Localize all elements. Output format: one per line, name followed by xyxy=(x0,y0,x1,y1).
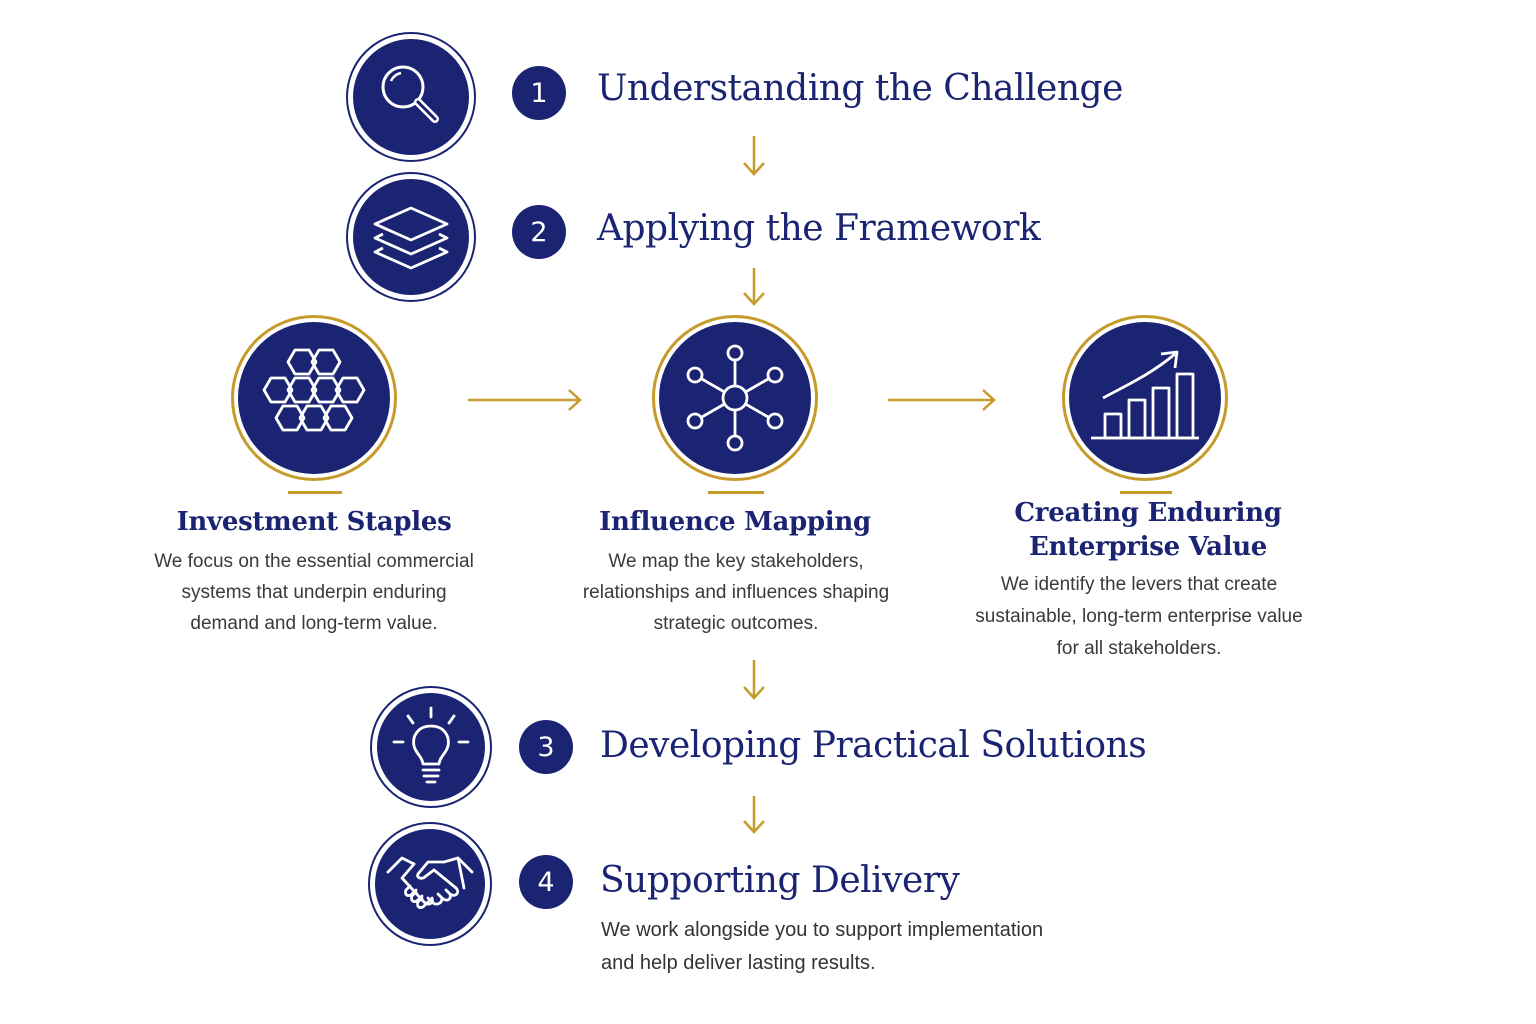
enterprise-value-icon-ring xyxy=(1062,315,1228,481)
enterprise-value-title-line: Creating Enduring xyxy=(1014,498,1282,528)
investment-staples-title: Investment Staples xyxy=(176,507,452,537)
lightbulb-icon xyxy=(392,706,470,784)
step-2-number-badge: 2 xyxy=(512,205,566,259)
network-icon xyxy=(686,344,784,452)
description-line: strategic outcomes. xyxy=(653,613,819,634)
description-line: relationships and influences shaping xyxy=(582,582,890,603)
enterprise-value-title-line: Enterprise Value xyxy=(1028,532,1268,562)
influence-mapping-title: Influence Mapping xyxy=(599,507,871,537)
arrow-right-2-to-3 xyxy=(888,389,996,411)
step-4-number-badge: 4 xyxy=(519,855,573,909)
influence-mapping-description: We map the key stakeholders, relationshi… xyxy=(546,546,926,639)
step-3-icon-circle xyxy=(374,690,488,804)
investment-staples-icon-circle xyxy=(238,322,390,474)
step-4-title: Supporting Delivery xyxy=(600,860,960,901)
handshake-icon xyxy=(386,856,474,910)
layers-icon xyxy=(373,206,449,270)
description-line: and help deliver lasting results. xyxy=(601,952,876,974)
arrow-right-1-to-2 xyxy=(468,389,582,411)
enterprise-value-description: We identify the levers that create susta… xyxy=(944,569,1334,664)
influence-mapping-icon-ring xyxy=(652,315,818,481)
influence-mapping-divider xyxy=(708,491,764,494)
step-2-icon-circle xyxy=(350,176,472,298)
investment-staples-icon-ring xyxy=(231,315,397,481)
growth-chart-icon xyxy=(1091,350,1199,440)
description-line: We identify the levers that create xyxy=(1000,574,1278,595)
step-2-icon-ring xyxy=(346,172,476,302)
step-3-number-badge: 3 xyxy=(519,720,573,774)
step-3-title: Developing Practical Solutions xyxy=(600,725,1147,766)
step-4-description: We work alongside you to support impleme… xyxy=(601,914,1121,980)
arrow-down-2-to-framework xyxy=(743,268,765,306)
step-1-title: Understanding the Challenge xyxy=(597,68,1123,109)
step-1-icon-circle xyxy=(350,36,472,158)
description-line: for all stakeholders. xyxy=(1056,638,1222,659)
enterprise-value-title: Creating Enduring Enterprise Value xyxy=(998,496,1298,564)
arrow-down-3-to-4 xyxy=(743,796,765,834)
enterprise-value-divider xyxy=(1120,491,1172,494)
arrow-down-framework-to-3 xyxy=(743,660,765,700)
description-line: demand and long-term value. xyxy=(190,613,438,634)
description-line: sustainable, long-term enterprise value xyxy=(975,606,1303,627)
investment-staples-divider xyxy=(288,491,342,494)
step-1-number-badge: 1 xyxy=(512,66,566,120)
description-line: We map the key stakeholders, xyxy=(608,551,864,572)
description-line: systems that underpin enduring xyxy=(181,582,447,603)
step-4-icon-ring xyxy=(368,822,492,946)
magnifying-glass-icon xyxy=(381,65,439,123)
step-3-icon-ring xyxy=(370,686,492,808)
description-line: We focus on the essential commercial xyxy=(154,551,474,572)
step-4-icon-circle xyxy=(372,826,488,942)
investment-staples-description: We focus on the essential commercial sys… xyxy=(124,546,504,639)
step-1-icon-ring xyxy=(346,32,476,162)
arrow-down-1-to-2 xyxy=(743,136,765,176)
honeycomb-icon xyxy=(262,348,366,432)
enterprise-value-icon-circle xyxy=(1069,322,1221,474)
influence-mapping-icon-circle xyxy=(659,322,811,474)
step-2-title: Applying the Framework xyxy=(597,208,1041,249)
description-line: We work alongside you to support impleme… xyxy=(601,919,1044,941)
